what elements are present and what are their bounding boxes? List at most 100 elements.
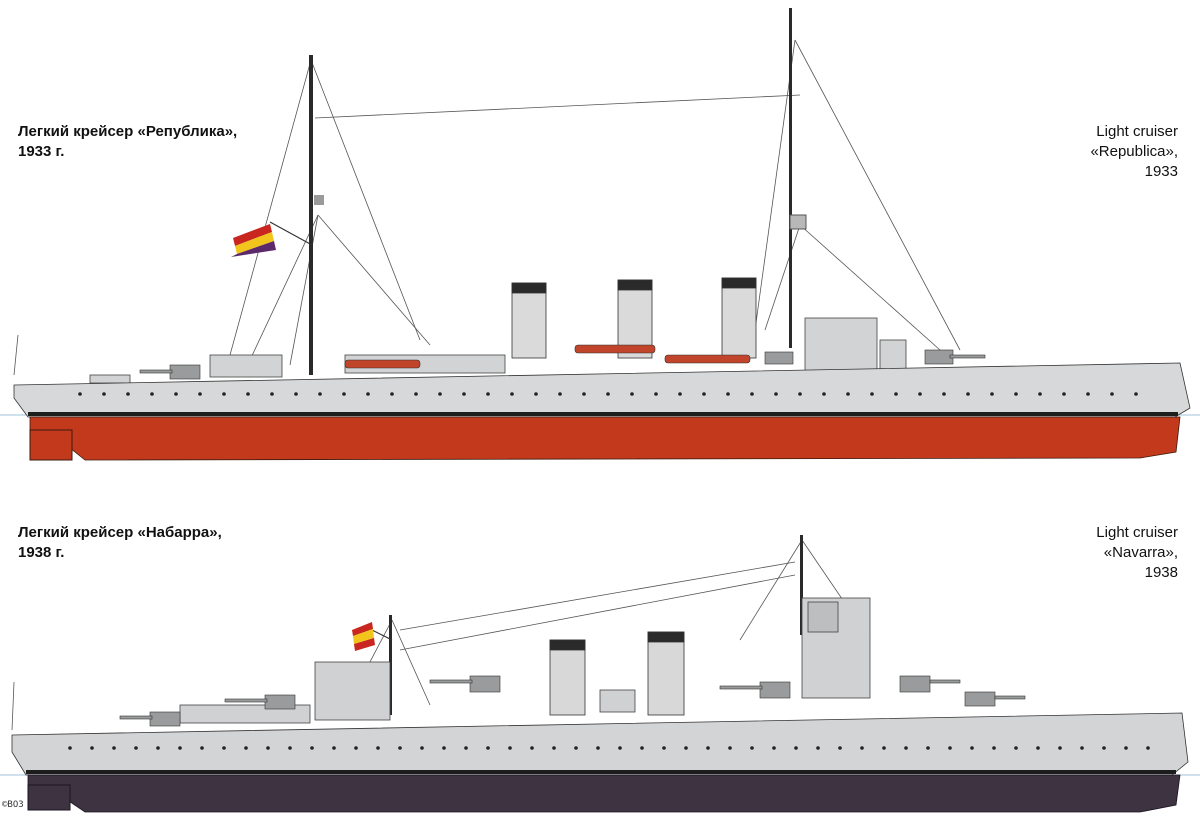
porthole (134, 746, 138, 750)
porthole (728, 746, 732, 750)
porthole (582, 392, 586, 396)
porthole (398, 746, 402, 750)
porthole (486, 746, 490, 750)
porthole (630, 392, 634, 396)
porthole (684, 746, 688, 750)
porthole (464, 746, 468, 750)
porthole (534, 392, 538, 396)
porthole (198, 392, 202, 396)
ship-boats (344, 344, 751, 369)
porthole (904, 746, 908, 750)
porthole (530, 746, 534, 750)
funnels (549, 631, 685, 716)
porthole (750, 746, 754, 750)
porthole (942, 392, 946, 396)
porthole (1014, 392, 1018, 396)
porthole (860, 746, 864, 750)
porthole (882, 746, 886, 750)
porthole (750, 392, 754, 396)
porthole (310, 746, 314, 750)
porthole (246, 392, 250, 396)
boot-topping (28, 412, 1178, 416)
porthole (288, 746, 292, 750)
porthole (706, 746, 710, 750)
porthole (794, 746, 798, 750)
porthole (126, 392, 130, 396)
mainmast (800, 535, 803, 635)
porthole (376, 746, 380, 750)
porthole (926, 746, 930, 750)
caption-en-navarra: Light cruiser «Navarra», 1938 (1096, 524, 1178, 581)
porthole (270, 392, 274, 396)
porthole (332, 746, 336, 750)
porthole (606, 392, 610, 396)
porthole (552, 746, 556, 750)
rigging (13, 39, 961, 376)
porthole (918, 392, 922, 396)
caption-ru-republica: Легкий крейсер «Република», 1933 г. (18, 123, 238, 160)
porthole (102, 392, 106, 396)
porthole (1134, 392, 1138, 396)
republica-profile-drawing (0, 8, 1200, 461)
porthole (462, 392, 466, 396)
porthole (1124, 746, 1128, 750)
porthole (846, 392, 850, 396)
porthole (662, 746, 666, 750)
porthole (726, 392, 730, 396)
porthole (390, 392, 394, 396)
porthole (420, 746, 424, 750)
porthole (1062, 392, 1066, 396)
porthole (558, 392, 562, 396)
porthole (822, 392, 826, 396)
porthole (1038, 392, 1042, 396)
porthole (798, 392, 802, 396)
caption-ru-navarra: Легкий крейсер «Набарра», 1938 г. (18, 524, 222, 561)
portholes (68, 746, 1150, 750)
hull-upper (11, 712, 1189, 776)
porthole (574, 746, 578, 750)
porthole (178, 746, 182, 750)
portholes (78, 392, 1138, 396)
funnels (511, 277, 757, 359)
porthole (1080, 746, 1084, 750)
gun-mounts (119, 675, 1026, 727)
caption-en-republica: Light cruiser «Republica», 1933 (1090, 123, 1178, 180)
porthole (342, 392, 346, 396)
porthole (1058, 746, 1062, 750)
porthole (1146, 746, 1150, 750)
porthole (222, 392, 226, 396)
porthole (266, 746, 270, 750)
spanish-flag-icon (352, 622, 393, 651)
porthole (970, 746, 974, 750)
porthole (678, 392, 682, 396)
boot-topping (26, 770, 1176, 774)
porthole (990, 392, 994, 396)
porthole (294, 392, 298, 396)
hull-lower (27, 774, 1181, 813)
porthole (414, 392, 418, 396)
porthole (948, 746, 952, 750)
gun-mounts (139, 349, 986, 380)
porthole (1014, 746, 1018, 750)
foremast (389, 615, 392, 715)
porthole (442, 746, 446, 750)
porthole (870, 392, 874, 396)
porthole (90, 746, 94, 750)
porthole (702, 392, 706, 396)
porthole (992, 746, 996, 750)
porthole (640, 746, 644, 750)
porthole (1110, 392, 1114, 396)
porthole (596, 746, 600, 750)
porthole (838, 746, 842, 750)
porthole (1036, 746, 1040, 750)
porthole (112, 746, 116, 750)
artist-signature: ©ΒΟ3 (2, 800, 24, 810)
mainmast (789, 8, 792, 348)
porthole (966, 392, 970, 396)
porthole (150, 392, 154, 396)
republic-flag-icon (231, 221, 313, 257)
porthole (816, 746, 820, 750)
superstructure (179, 597, 871, 724)
porthole (894, 392, 898, 396)
porthole (68, 746, 72, 750)
